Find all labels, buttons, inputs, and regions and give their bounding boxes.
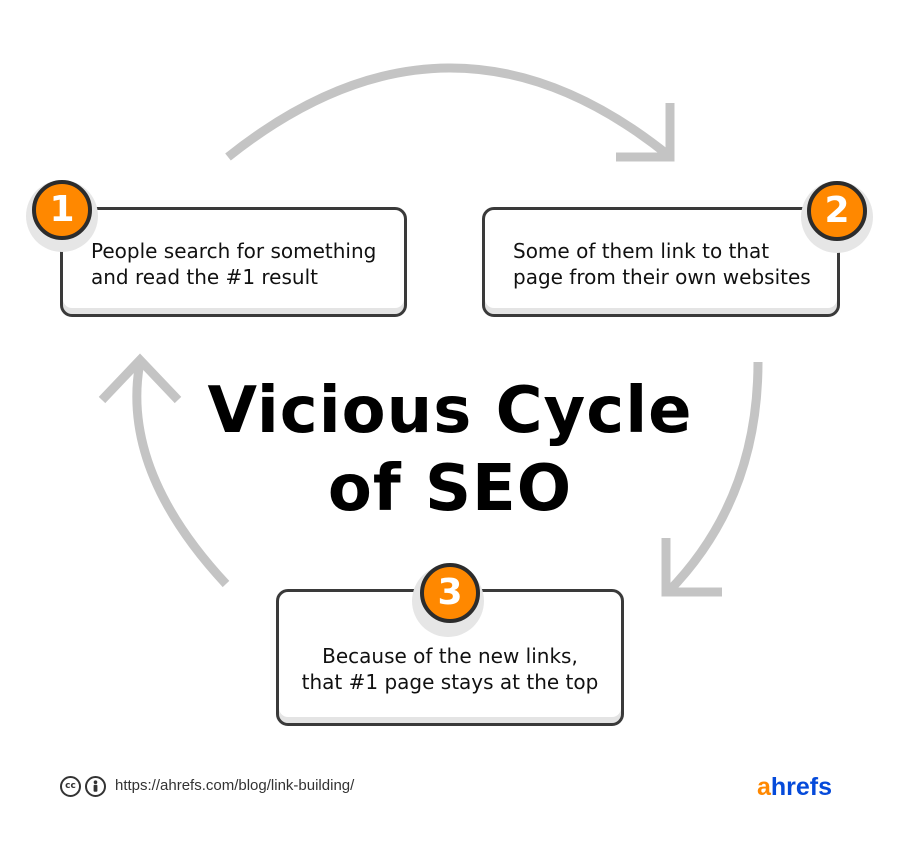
step-1-line2: and read the #1 result: [91, 265, 318, 289]
step-3-badge: 3: [420, 563, 480, 623]
source-url-link[interactable]: https://ahrefs.com/blog/link-building/: [115, 777, 355, 794]
arrow-top: [225, 63, 671, 161]
step-2-box: Some of them link to that page from thei…: [482, 207, 840, 317]
diagram-title: Vicious Cycle of SEO: [150, 372, 750, 528]
arrowhead-left: [98, 353, 182, 404]
logo-letter-a: a: [757, 773, 771, 801]
step-2-line2: page from their own websites: [513, 265, 811, 289]
step-3-line2: that #1 page stays at the top: [301, 670, 599, 694]
step-2-line1: Some of them link to that: [513, 239, 770, 263]
arrow-right: [664, 361, 763, 596]
step-3-text: Because of the new links, that #1 page s…: [279, 643, 621, 695]
arrowhead-top: [616, 103, 675, 162]
ahrefs-logo[interactable]: ahrefs: [757, 773, 832, 802]
step-3-line1: Because of the new links,: [322, 644, 578, 668]
step-1-box: People search for something and read the…: [60, 207, 407, 317]
step-1-badge: 1: [32, 180, 92, 240]
step-1-line1: People search for something: [91, 239, 377, 263]
arrowhead-right: [661, 538, 722, 597]
attribution-icon: [85, 776, 106, 797]
step-2-text: Some of them link to that page from thei…: [513, 238, 833, 290]
logo-wordmark-rest: hrefs: [770, 773, 833, 801]
step-1-text: People search for something and read the…: [91, 238, 391, 290]
arrow-left: [132, 361, 230, 588]
title-line1: Vicious Cycle: [207, 374, 693, 448]
title-line2: of SEO: [327, 452, 573, 526]
cc-icon: cc: [60, 776, 81, 797]
step-3-box: Because of the new links, that #1 page s…: [276, 589, 624, 726]
step-2-badge: 2: [807, 181, 867, 241]
